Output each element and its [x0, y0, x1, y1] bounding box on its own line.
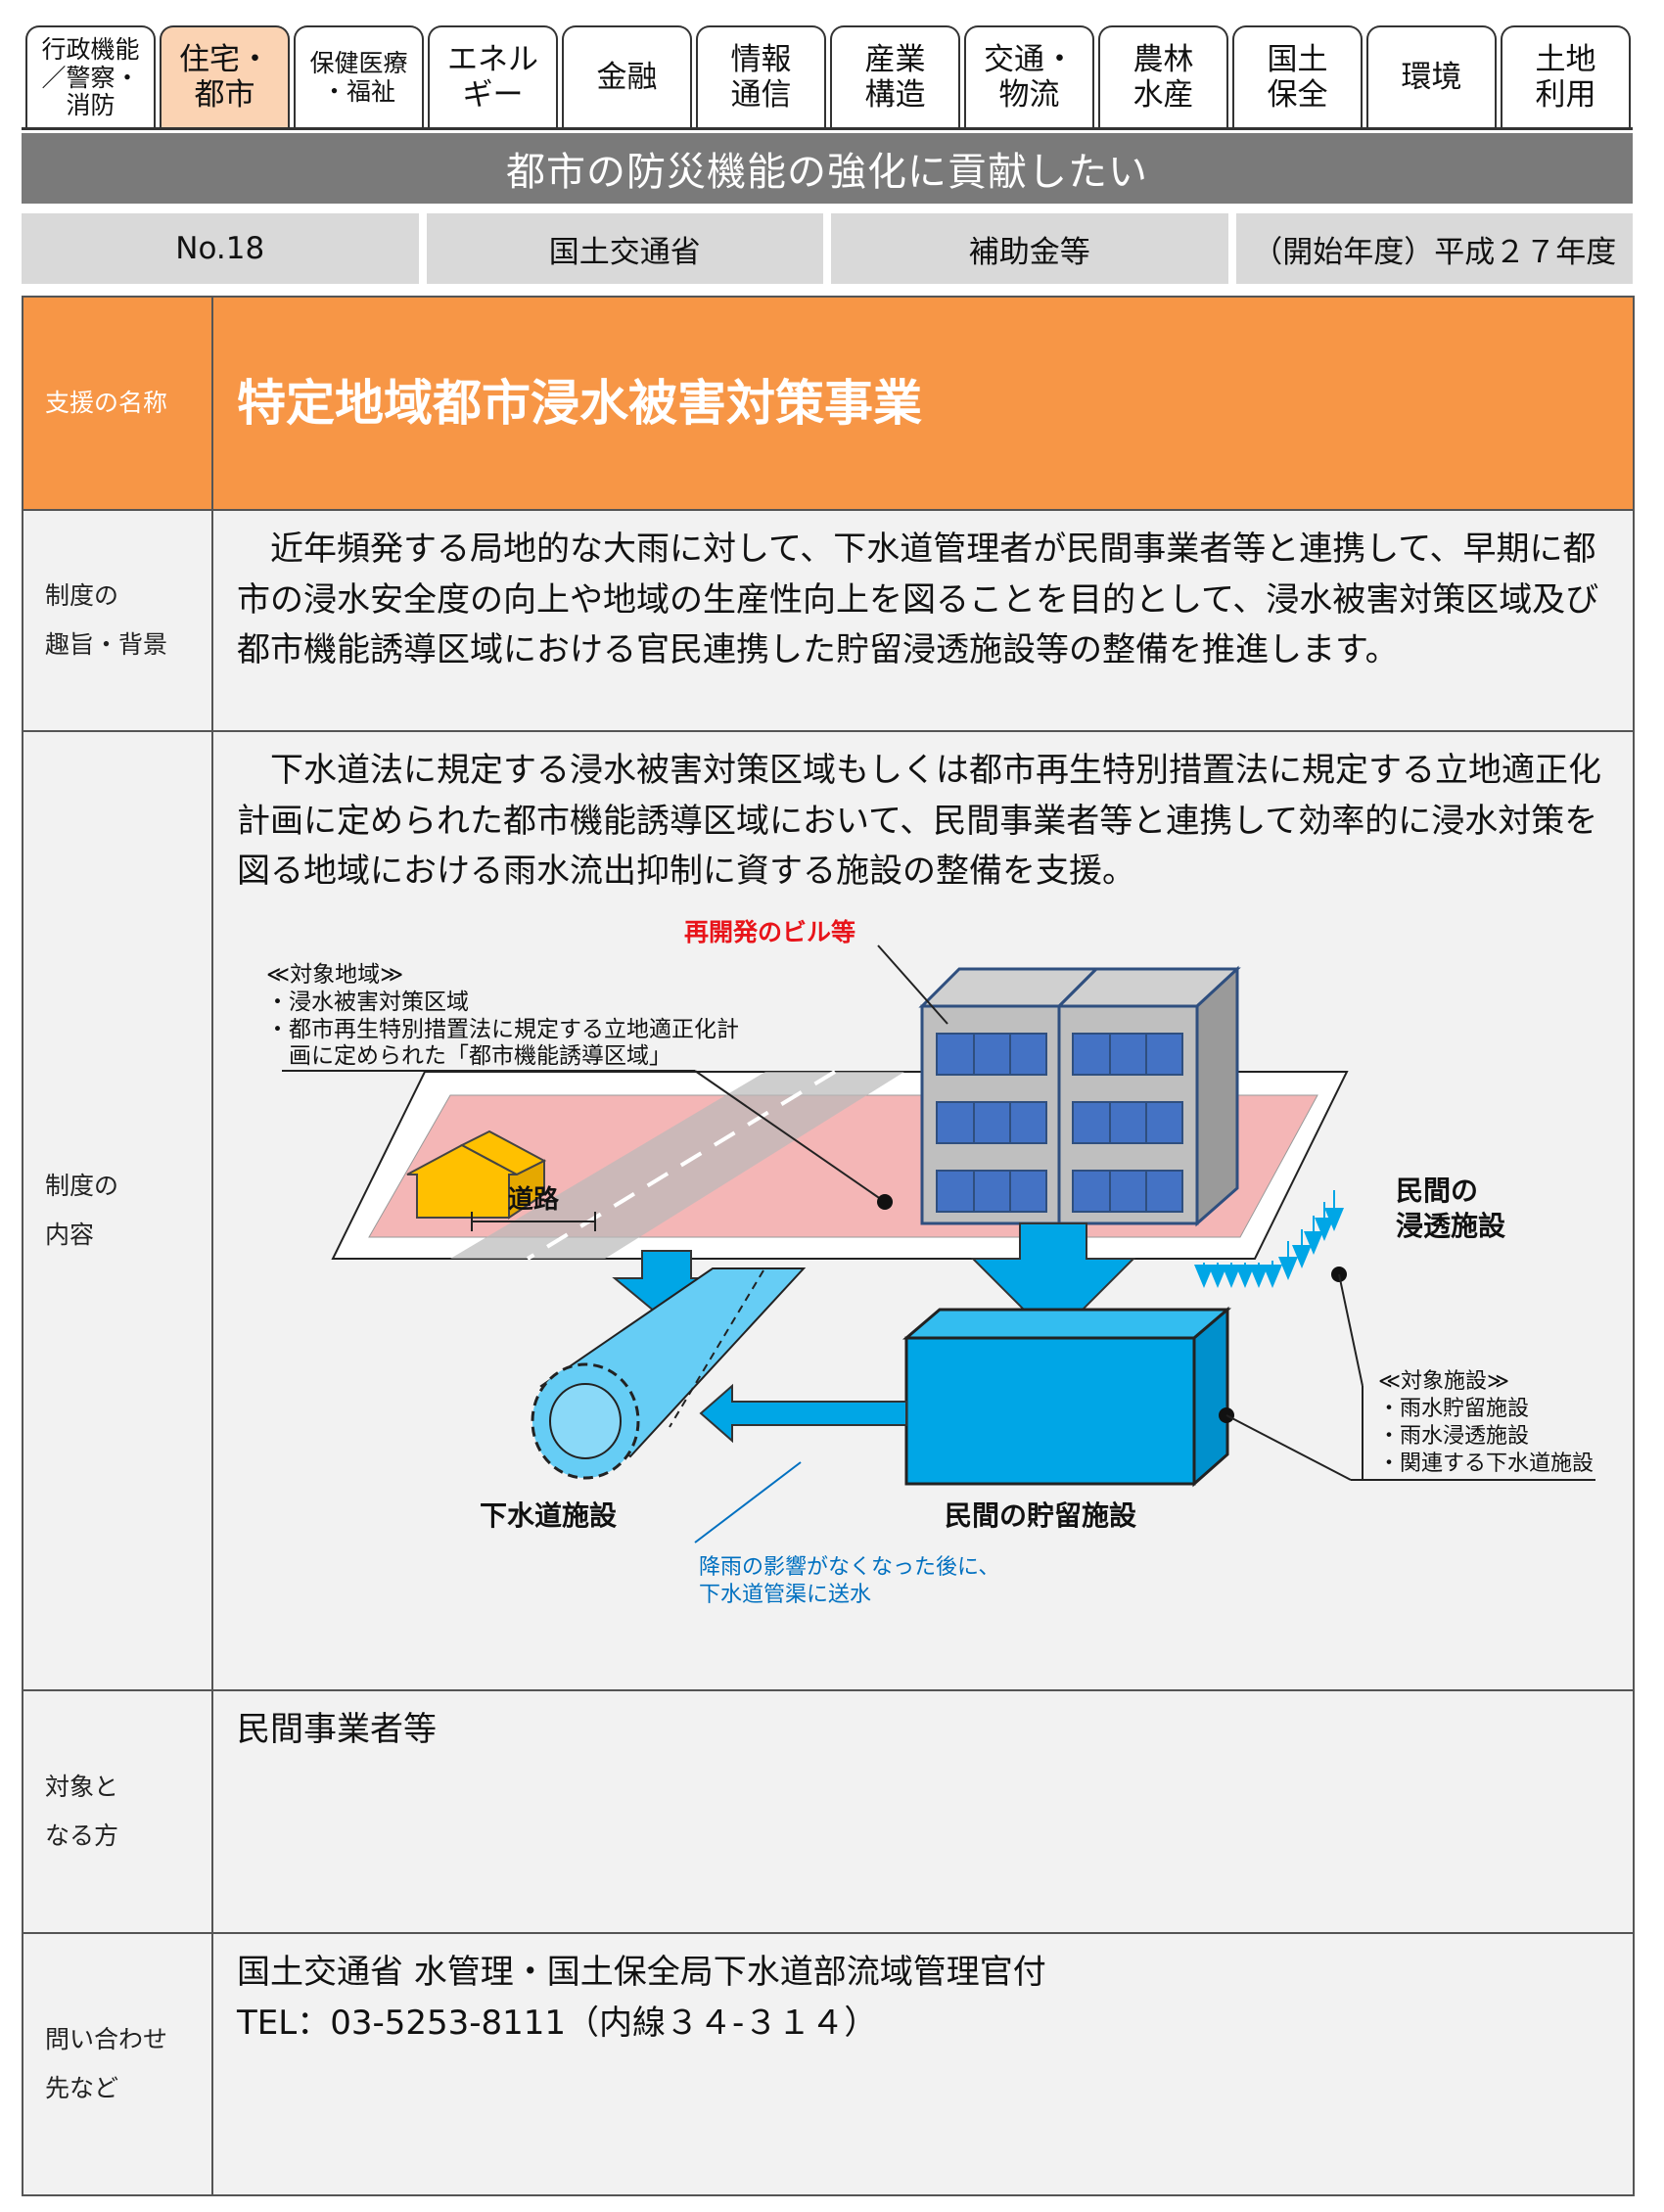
- tab-kinyu[interactable]: 金融: [562, 25, 692, 129]
- tab-kankyo[interactable]: 環境: [1366, 25, 1497, 129]
- contact-block: 国土交通省 水管理・国土保全局下水道部流域管理官付 TEL：03-5253-81…: [215, 1934, 1633, 2194]
- content-text: 下水道法に規定する浸水被害対策区域もしくは都市再生特別措置法に規定する立地適正化…: [237, 751, 1601, 892]
- svg-text:・雨水貯留施設: ・雨水貯留施設: [1378, 1397, 1529, 1421]
- tab-energy[interactable]: エネル ギー: [428, 25, 558, 129]
- meta-type: 補助金等: [831, 213, 1228, 284]
- storage-label: 民間の貯留施設: [945, 1499, 1137, 1532]
- building-side: [1195, 965, 1239, 1227]
- row-target: 対象と なる方 民間事業者等: [23, 1691, 1633, 1934]
- row-name-label: 支援の名称: [23, 298, 213, 509]
- category-tabs: 行政機能 ／警察・ 消防 住宅・ 都市 保健医療 ・福祉 エネル ギー 金融 情…: [25, 25, 1631, 129]
- house-side: [508, 1159, 545, 1220]
- row-purpose-label: 制度の 趣旨・背景: [23, 511, 213, 730]
- tab-joho-tsushin[interactable]: 情報 通信: [696, 25, 826, 129]
- infiltration-label-2: 浸透施設: [1396, 1210, 1506, 1242]
- down-arrow-building: [970, 1222, 1136, 1341]
- svg-text:≪対象地域≫: ≪対象地域≫: [266, 962, 403, 988]
- area-marker: [877, 1194, 893, 1210]
- sewer-label: 下水道施設: [480, 1499, 618, 1532]
- target-area-note: ≪対象地域≫ ・浸水被害対策区域 ・都市再生特別措置法に規定する立地適正化計 画…: [266, 962, 739, 1069]
- meta-start-year: （開始年度）平成２７年度: [1235, 213, 1633, 284]
- tab-gyosei[interactable]: 行政機能 ／警察・ 消防: [25, 25, 156, 129]
- storage-tank-side: [1192, 1306, 1229, 1488]
- svg-text:・関連する下水道施設: ・関連する下水道施設: [1378, 1452, 1594, 1476]
- tab-kotsu-butsuryu[interactable]: 交通・ 物流: [964, 25, 1094, 129]
- meta-number: No.18: [22, 213, 419, 284]
- building-windows: [936, 1033, 1183, 1213]
- meta-bar: No.18 国土交通省 補助金等 （開始年度）平成２７年度: [22, 213, 1633, 284]
- svg-text:・雨水浸透施設: ・雨水浸透施設: [1378, 1424, 1529, 1449]
- building-label: 再開発のビル等: [684, 918, 855, 946]
- tab-kokudo-hozen[interactable]: 国土 保全: [1232, 25, 1363, 129]
- svg-text:・都市再生特別措置法に規定する立地適正化計: ・都市再生特別措置法に規定する立地適正化計: [266, 1017, 739, 1042]
- row-content: 制度の 内容 下水道法に規定する浸水被害対策区域もしくは都市再生特別措置法に規定…: [23, 732, 1633, 1691]
- program-name: 特定地域都市浸水被害対策事業: [237, 375, 922, 432]
- storage-tank-front: [904, 1336, 1196, 1486]
- tab-tochi-riyo[interactable]: 土地 利用: [1501, 25, 1631, 129]
- tab-norin-suisan[interactable]: 農林 水産: [1098, 25, 1228, 129]
- infiltration-label-1: 民間の: [1396, 1175, 1478, 1207]
- storage-tank-top: [901, 1308, 1232, 1340]
- svg-text:≪対象施設≫: ≪対象施設≫: [1378, 1369, 1509, 1394]
- tab-hoken-iryo[interactable]: 保健医療 ・福祉: [294, 25, 424, 129]
- meta-ministry: 国土交通省: [426, 213, 823, 284]
- scheme-diagram: 道路 再開発のビル等 ≪対象地域≫: [266, 918, 1595, 1607]
- row-contact-label: 問い合わせ 先など: [23, 1934, 213, 2194]
- target-facility-note: ≪対象施設≫ ・雨水貯留施設 ・雨水浸透施設 ・関連する下水道施設: [1378, 1369, 1594, 1476]
- target-text: 民間事業者等: [237, 1710, 437, 1749]
- purpose-text: 近年頻発する局地的な大雨に対して、下水道管理者が民間事業者等と連携して、早期に都…: [237, 530, 1599, 670]
- row-content-label: 制度の 内容: [23, 732, 213, 1689]
- contact-phone[interactable]: TEL：03-5253-8111（内線３４-３１４）: [237, 2003, 878, 2043]
- row-name: 支援の名称 特定地域都市浸水被害対策事業: [23, 298, 1633, 511]
- svg-text:画に定められた「都市機能誘導区域」: 画に定められた「都市機能誘導区域」: [266, 1043, 671, 1069]
- row-target-label: 対象と なる方: [23, 1691, 213, 1932]
- send-note-2: 下水道管渠に送水: [699, 1583, 871, 1607]
- tab-jutaku-toshi[interactable]: 住宅・ 都市: [160, 25, 290, 129]
- road-label: 道路: [508, 1184, 560, 1215]
- infiltration-arrows: [1194, 1190, 1344, 1288]
- tabs-divider: [22, 127, 1633, 130]
- page-banner: 都市の防災機能の強化に貢献したい: [22, 133, 1633, 204]
- tab-sangyo-kozo[interactable]: 産業 構造: [830, 25, 960, 129]
- row-contact: 問い合わせ 先など 国土交通省 水管理・国土保全局下水道部流域管理官付 TEL：…: [23, 1934, 1633, 2194]
- road-centerline: [526, 1070, 837, 1261]
- send-arrow: [699, 1383, 907, 1444]
- road-strip: [450, 1072, 904, 1259]
- svg-text:・浸水被害対策区域: ・浸水被害対策区域: [266, 990, 469, 1015]
- send-note-1: 降雨の影響がなくなった後に、: [699, 1555, 999, 1580]
- row-purpose: 制度の 趣旨・背景 近年頻発する局地的な大雨に対して、下水道管理者が民間事業者等…: [23, 511, 1633, 732]
- sewer-pipe: [531, 1267, 807, 1480]
- contact-line-1: 国土交通省 水管理・国土保全局下水道部流域管理官付: [237, 1953, 1046, 1992]
- info-table: 支援の名称 特定地域都市浸水被害対策事業 制度の 趣旨・背景 近年頻発する局地的…: [22, 296, 1635, 2196]
